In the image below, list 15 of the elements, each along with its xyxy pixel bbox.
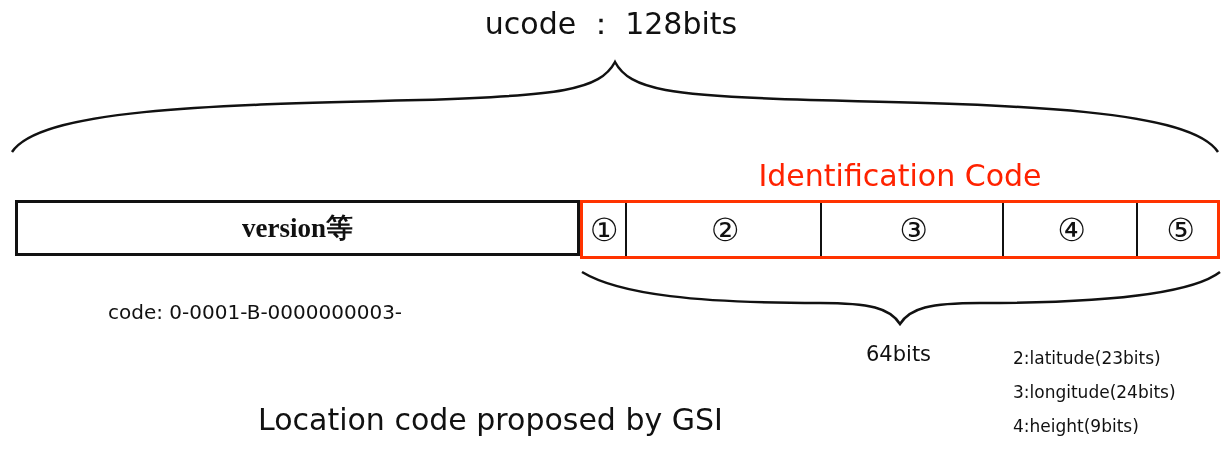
note-text: 4:height(9bits) — [1013, 416, 1139, 436]
field-label: version等 — [242, 212, 353, 245]
note-text: 2:latitude(23bits) — [1013, 348, 1161, 368]
callout-number: ③ — [899, 213, 928, 246]
caption: Location code proposed by GSI — [258, 402, 723, 437]
bit-size-label: 64bits — [866, 342, 932, 366]
section-heading: Identification Code — [757, 158, 1043, 193]
title: ucode ： 128bits — [483, 5, 739, 43]
callout-number: ④ — [1057, 213, 1086, 246]
callout-number: ⑤ — [1166, 213, 1195, 246]
field-box — [15, 200, 580, 256]
callout-number: ① — [589, 213, 619, 246]
code-text: code: 0-0001-B-0000000003- — [108, 300, 403, 324]
callout-number: ② — [710, 213, 740, 246]
note-text: 3:longitude(24bits) — [1013, 382, 1176, 402]
